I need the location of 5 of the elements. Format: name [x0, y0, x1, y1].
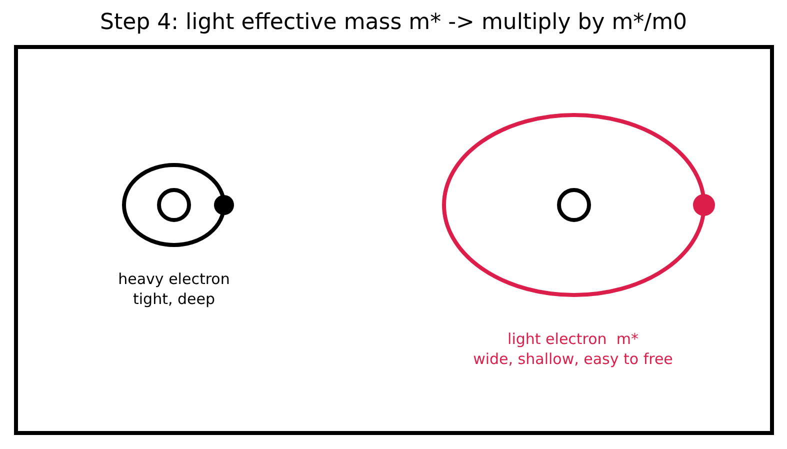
caption-text: light electron m*: [508, 330, 638, 348]
caption-text: tight, deep: [133, 290, 215, 308]
caption-text: wide, shallow, easy to free: [473, 350, 673, 368]
title: Step 4: light effective mass m* -> multiply by m*/m0: [98, 10, 688, 35]
caption-text: heavy electron: [118, 270, 230, 288]
